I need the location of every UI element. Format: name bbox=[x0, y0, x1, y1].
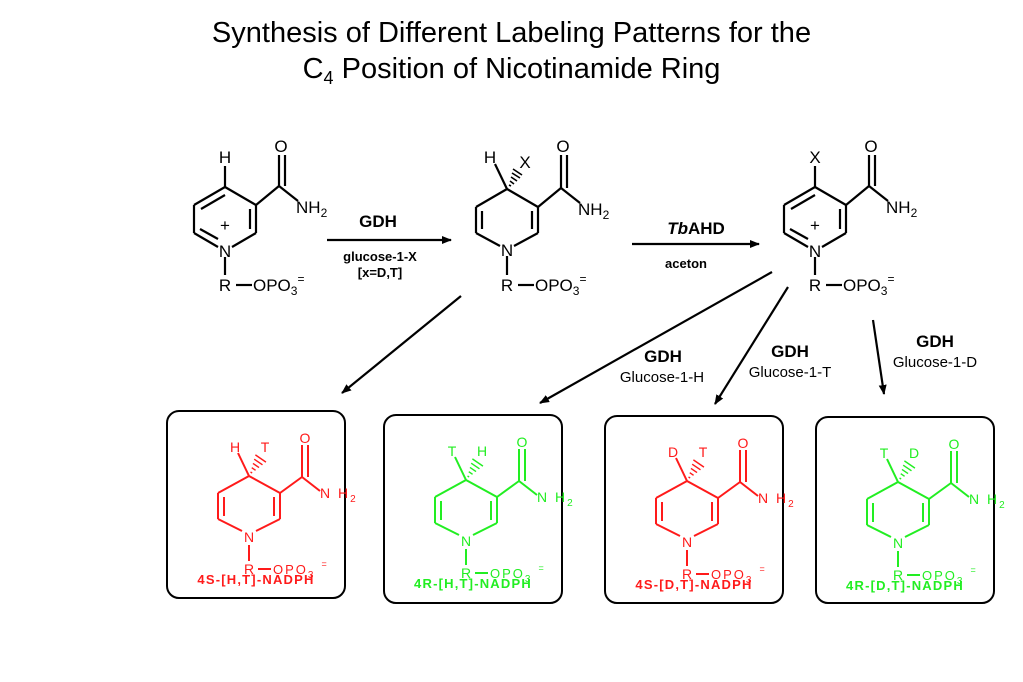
stereo-hashed-wedge bbox=[688, 459, 705, 479]
atom-n: N bbox=[461, 533, 471, 549]
atom-o: O bbox=[274, 137, 287, 156]
phosphate-group: OPO3= bbox=[843, 272, 895, 298]
stereo-atom-left: H bbox=[230, 439, 240, 455]
atom-r: R bbox=[219, 276, 231, 295]
branch-h-enzyme: GDH bbox=[644, 347, 682, 366]
atom-n: N bbox=[682, 534, 692, 550]
atom-n: N bbox=[893, 535, 903, 551]
product-label: 4S-[H,T]-NADPH bbox=[197, 572, 314, 587]
stereo-atom-left: D bbox=[668, 444, 678, 460]
atom-r: R bbox=[809, 276, 821, 295]
product-bonds bbox=[655, 450, 759, 575]
hashed-wedge-x bbox=[508, 168, 523, 187]
atom-o: O bbox=[864, 137, 877, 156]
reaction-arrows bbox=[327, 236, 887, 405]
atom-o: O bbox=[949, 436, 960, 452]
atom-r: R bbox=[244, 561, 254, 577]
branch-t-enzyme: GDH bbox=[771, 342, 809, 361]
atom-h: H bbox=[219, 148, 231, 167]
stereo-atom-left: T bbox=[880, 445, 889, 461]
stereo-atom-right: D bbox=[909, 445, 919, 461]
product-box-1: H T O N H2 NR OPO3=4S-[H,T]-NADPH bbox=[166, 410, 358, 599]
atom-o: O bbox=[300, 430, 311, 446]
arrow-to-product-1 bbox=[341, 295, 462, 394]
atom-r: R bbox=[682, 566, 692, 582]
amide-nh2: NH2 bbox=[578, 200, 610, 222]
amide-nh2: NH2 bbox=[296, 198, 328, 220]
branch-h-sugar: Glucose-1-H bbox=[620, 369, 704, 386]
charge-plus: + bbox=[220, 216, 230, 235]
stereo-hashed-wedge bbox=[250, 454, 267, 474]
product-frame bbox=[604, 415, 784, 604]
amide-nh2: N H2 bbox=[758, 490, 796, 510]
product-box-3: D T O N H2 NR OPO3=4S-[D,T]-NADPH bbox=[604, 415, 796, 604]
stereo-hashed-wedge bbox=[467, 458, 484, 478]
nadp-plus-x-structure bbox=[782, 155, 889, 287]
phosphate-group: OPO3= bbox=[253, 272, 305, 298]
product-bonds bbox=[434, 449, 538, 574]
phosphate-group: OPO3= bbox=[273, 559, 329, 581]
atom-h: H bbox=[484, 148, 496, 167]
product-frame bbox=[815, 416, 995, 604]
step1-reagent: glucose-1-X bbox=[343, 249, 417, 264]
arrow-to-product-4 bbox=[871, 319, 887, 395]
stereo-atom-right: T bbox=[261, 439, 270, 455]
slide-title-line1: Synthesis of Different Labeling Patterns… bbox=[211, 17, 812, 49]
product-label: 4R-[D,T]-NADPH bbox=[846, 578, 964, 593]
amide-nh2: N H2 bbox=[537, 489, 575, 509]
slide-title-line2: C4 Position of Nicotinamide Ring bbox=[302, 53, 721, 88]
charge-plus: + bbox=[810, 216, 820, 235]
atom-o: O bbox=[738, 435, 749, 451]
atom-n: N bbox=[244, 529, 254, 545]
atom-r: R bbox=[893, 567, 903, 583]
product-bonds bbox=[217, 445, 321, 570]
branch-d-enzyme: GDH bbox=[916, 332, 954, 351]
phosphate-group: OPO3= bbox=[922, 565, 978, 587]
atom-x: X bbox=[809, 148, 820, 167]
stereo-atom-left: T bbox=[448, 443, 457, 459]
amide-nh2: NH2 bbox=[886, 198, 918, 220]
amide-nh2: N H2 bbox=[320, 485, 358, 505]
arrow-to-product-3 bbox=[714, 286, 789, 405]
phosphate-group: OPO3= bbox=[711, 564, 767, 586]
phosphate-group: OPO3= bbox=[490, 563, 546, 585]
atom-o: O bbox=[556, 137, 569, 156]
atom-n: N bbox=[501, 241, 513, 260]
nadp-plus-x-labels: X O NH2 + N R OPO3= bbox=[809, 137, 918, 298]
reagent-labels: GDH glucose-1-X [x=D,T] TbAHD aceton GDH… bbox=[343, 212, 977, 386]
branch-d-sugar: Glucose-1-D bbox=[893, 354, 977, 371]
atom-x: X bbox=[519, 153, 530, 172]
atom-o: O bbox=[517, 434, 528, 450]
nadph-x-labels: H X O NH2 N R OPO3= bbox=[484, 137, 610, 298]
atom-n: N bbox=[809, 242, 821, 261]
title-subscript: 4 bbox=[323, 68, 334, 88]
branch-t-sugar: Glucose-1-T bbox=[749, 364, 832, 381]
step1-enzyme: GDH bbox=[359, 212, 397, 231]
atom-r: R bbox=[461, 565, 471, 581]
nadph-x-structure bbox=[474, 155, 581, 287]
product-frame bbox=[166, 410, 346, 599]
atom-n: N bbox=[219, 242, 231, 261]
nadp-plus-structure bbox=[192, 155, 299, 287]
step2-solvent: aceton bbox=[665, 256, 707, 271]
product-box-4: T D O N H2 NR OPO3=4R-[D,T]-NADPH bbox=[815, 416, 1007, 604]
product-box-2: T H O N H2 NR OPO3=4R-[H,T]-NADPH bbox=[383, 414, 575, 604]
stereo-hashed-wedge bbox=[899, 460, 916, 480]
atom-r: R bbox=[501, 276, 513, 295]
product-bonds bbox=[866, 451, 970, 576]
nadp-plus-labels: H O NH2 + N R OPO3= bbox=[219, 137, 328, 298]
arrow-to-product-2 bbox=[539, 271, 773, 404]
step1-reagent-note: [x=D,T] bbox=[358, 265, 402, 280]
phosphate-group: OPO3= bbox=[535, 272, 587, 298]
amide-nh2: N H2 bbox=[969, 491, 1007, 511]
stereo-atom-right: T bbox=[699, 444, 708, 460]
product-label: 4R-[H,T]-NADPH bbox=[414, 576, 532, 591]
product-frame bbox=[383, 414, 563, 604]
step2-enzyme: TbAHD bbox=[667, 219, 725, 238]
product-label: 4S-[D,T]-NADPH bbox=[635, 577, 752, 592]
stereo-atom-right: H bbox=[477, 443, 487, 459]
